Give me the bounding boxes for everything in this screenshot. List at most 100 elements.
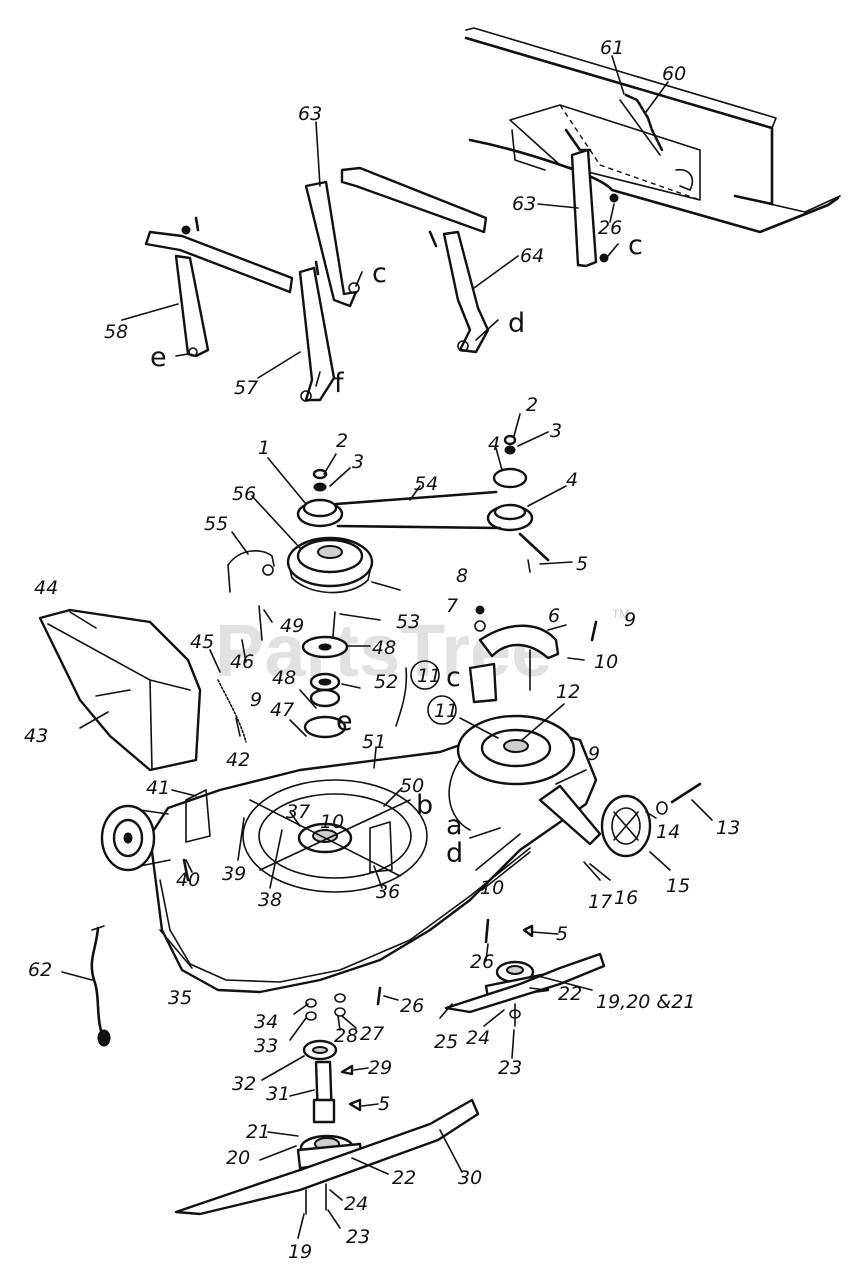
label-6: 6 [548,605,560,627]
letter-c: c [628,230,643,261]
frame-bracket-assembly [464,27,841,268]
label-25: 25 [434,1031,458,1053]
label-50: 50 [400,775,424,797]
label-22: 22 [558,983,582,1005]
letter-f: f [334,368,345,399]
label-39: 39 [222,863,246,885]
label-4: 4 [566,469,578,491]
part-labels: 1 2 3 2 3 4 4 5 5 5 6 7 8 9 9 9 10 10 10… [24,37,740,1263]
letter-d: d [508,308,525,339]
label-55: 55 [204,513,228,535]
connection-letters: c c c d d e e f a b [150,230,643,869]
label-21: 21 [246,1121,270,1143]
label-23: 23 [498,1057,522,1079]
label-30: 30 [458,1167,482,1189]
label-9: 9 [250,689,262,711]
label-42: 42 [226,749,250,771]
label-24: 24 [344,1193,368,1215]
label-34: 34 [254,1011,278,1033]
label-11: 11 [417,665,441,687]
spindle-assembly-right [444,924,606,1027]
label-5: 5 [576,553,588,575]
label-38: 38 [258,889,282,911]
letter-e: e [150,342,167,373]
label-4: 4 [488,433,500,455]
label-36: 36 [376,881,400,903]
label-49: 49 [280,615,304,637]
pulley-assembly [227,434,550,594]
label-40: 40 [176,869,200,891]
label-24: 24 [466,1027,490,1049]
lift-linkage-left [144,216,294,358]
label-15: 15 [666,875,690,897]
label-9: 9 [588,743,600,765]
label-16: 16 [614,887,638,909]
hardware-bolts [182,559,598,1006]
leader-lines [61,55,713,1239]
label-63: 63 [512,193,536,215]
belt-guard-6 [468,605,560,704]
label-58: 58 [104,321,128,343]
label-2: 2 [526,394,538,416]
label-27: 27 [360,1023,384,1045]
label-1: 1 [258,437,270,459]
label-57: 57 [234,377,258,399]
letter-e: e [336,706,353,737]
label-48: 48 [272,667,296,689]
letter-c: c [446,662,461,693]
label-2: 2 [336,430,348,452]
bearing-stack [258,605,349,739]
label-29: 29 [368,1057,392,1079]
lift-linkage-middle [298,166,488,402]
label-35: 35 [168,987,192,1009]
label-19: 19 [288,1241,312,1263]
label-37: 37 [286,801,310,823]
label-33: 33 [254,1035,278,1057]
label-8: 8 [456,565,468,587]
label-20: 20 [226,1147,250,1169]
label-41: 41 [146,777,170,799]
label-32: 32 [232,1073,256,1095]
label-46: 46 [230,651,254,673]
label-14: 14 [656,821,680,843]
label-5: 5 [556,923,568,945]
label-54: 54 [414,473,438,495]
label-7: 7 [446,595,458,617]
label-53: 53 [396,611,420,633]
label-22: 22 [392,1167,416,1189]
label-63: 63 [298,103,322,125]
left-wheel [100,804,171,872]
label-45: 45 [190,631,214,653]
label-48: 48 [372,637,396,659]
label-9: 9 [624,609,636,631]
right-wheel-15 [600,782,702,858]
label-56: 56 [232,483,256,505]
wire-harness-62 [90,925,111,1047]
label-12: 12 [556,681,580,703]
label-43: 43 [24,725,48,747]
label-64: 64 [520,245,544,267]
label-10: 10 [320,811,344,833]
label-61: 61 [600,37,624,59]
label-3: 3 [352,451,364,473]
letter-c: c [372,258,387,289]
label-3: 3 [550,420,562,442]
label-23: 23 [346,1226,370,1248]
label-26: 26 [400,995,424,1017]
label-17: 17 [588,891,612,913]
letter-d: d [446,838,463,869]
label-62: 62 [28,959,52,981]
label-60: 60 [662,63,686,85]
label-47: 47 [270,699,294,721]
label-11: 11 [434,700,458,722]
label-10: 10 [480,877,504,899]
label-44: 44 [34,577,58,599]
label-5: 5 [378,1093,390,1115]
label-19-20-21: 19,20 &21 [596,991,695,1013]
discharge-chute [38,608,247,772]
letter-a: a [446,810,463,841]
svg-text:TM: TM [612,607,629,621]
label-31: 31 [266,1083,290,1105]
label-28: 28 [334,1025,358,1047]
